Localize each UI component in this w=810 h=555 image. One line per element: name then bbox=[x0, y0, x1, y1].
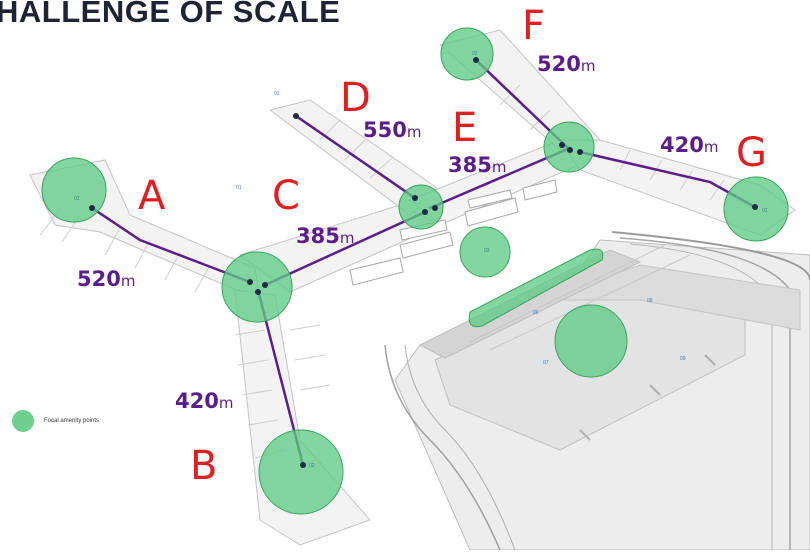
distance-label-f: 520m bbox=[537, 54, 595, 75]
zone-label-02-f: 02 bbox=[472, 51, 478, 57]
zone-label-02-b: 02 bbox=[309, 463, 315, 469]
distance-unit-g: m bbox=[703, 138, 719, 156]
amenity-strip bbox=[468, 248, 604, 328]
distance-value-c: 385 bbox=[296, 224, 340, 248]
distance-unit-b: m bbox=[218, 394, 234, 412]
distance-label-a: 520m bbox=[77, 269, 135, 290]
zone-label-07: 07 bbox=[543, 360, 549, 366]
pier-letter-f: F bbox=[522, 3, 546, 49]
distance-label-d: 550m bbox=[363, 120, 421, 141]
zone-label-02-g: 02 bbox=[762, 208, 768, 214]
legend-label: Focal amenity points bbox=[44, 418, 100, 424]
amenity-circle-c-hub bbox=[221, 251, 293, 323]
distance-label-c: 385m bbox=[296, 226, 354, 247]
legend: Focal amenity points bbox=[12, 410, 99, 432]
zone-label-03: 03 bbox=[484, 248, 490, 254]
amenity-circle-plaza bbox=[554, 304, 628, 378]
zone-label-02-a: 02 bbox=[74, 196, 80, 202]
amenity-circle-e-hub bbox=[398, 184, 444, 230]
distance-label-g: 420m bbox=[660, 135, 718, 156]
distance-value-b: 420 bbox=[175, 389, 219, 413]
pier-letter-c: C bbox=[272, 173, 300, 219]
zone-label-06: 06 bbox=[533, 310, 539, 316]
distance-unit-c: m bbox=[339, 229, 355, 247]
diagram-title: HALLENGE OF SCALE bbox=[0, 0, 341, 29]
zone-label-08: 08 bbox=[647, 298, 653, 304]
route-nodes bbox=[89, 57, 758, 468]
amenity-circle-a bbox=[41, 157, 107, 223]
amenity-circle-b bbox=[258, 429, 344, 515]
amenity-circle-center bbox=[459, 226, 511, 278]
pier-letter-g: G bbox=[736, 130, 767, 176]
distance-label-b: 420m bbox=[175, 391, 233, 412]
distance-unit-a: m bbox=[120, 272, 136, 290]
pier-letter-a: A bbox=[138, 173, 166, 219]
distance-label-e: 385m bbox=[448, 155, 506, 176]
distance-value-d: 550 bbox=[363, 118, 407, 142]
distance-unit-e: m bbox=[491, 158, 507, 176]
distance-value-f: 520 bbox=[537, 52, 581, 76]
zone-label-09: 09 bbox=[680, 356, 686, 362]
distance-value-g: 420 bbox=[660, 133, 704, 157]
terminal-buildings bbox=[349, 179, 558, 286]
distance-value-a: 520 bbox=[77, 267, 121, 291]
amenity-circle-g-hub bbox=[543, 121, 595, 173]
zone-label-02-d: 02 bbox=[274, 91, 280, 97]
pier-letter-e: E bbox=[452, 105, 478, 151]
distance-unit-f: m bbox=[580, 57, 596, 75]
distance-value-e: 385 bbox=[448, 153, 492, 177]
pier-letter-d: D bbox=[340, 75, 371, 121]
distance-unit-d: m bbox=[406, 123, 422, 141]
zone-label-01: 01 bbox=[236, 185, 242, 191]
legend-swatch-icon bbox=[12, 410, 34, 432]
amenity-circle-f bbox=[440, 27, 494, 81]
pier-letter-b: B bbox=[190, 443, 218, 489]
